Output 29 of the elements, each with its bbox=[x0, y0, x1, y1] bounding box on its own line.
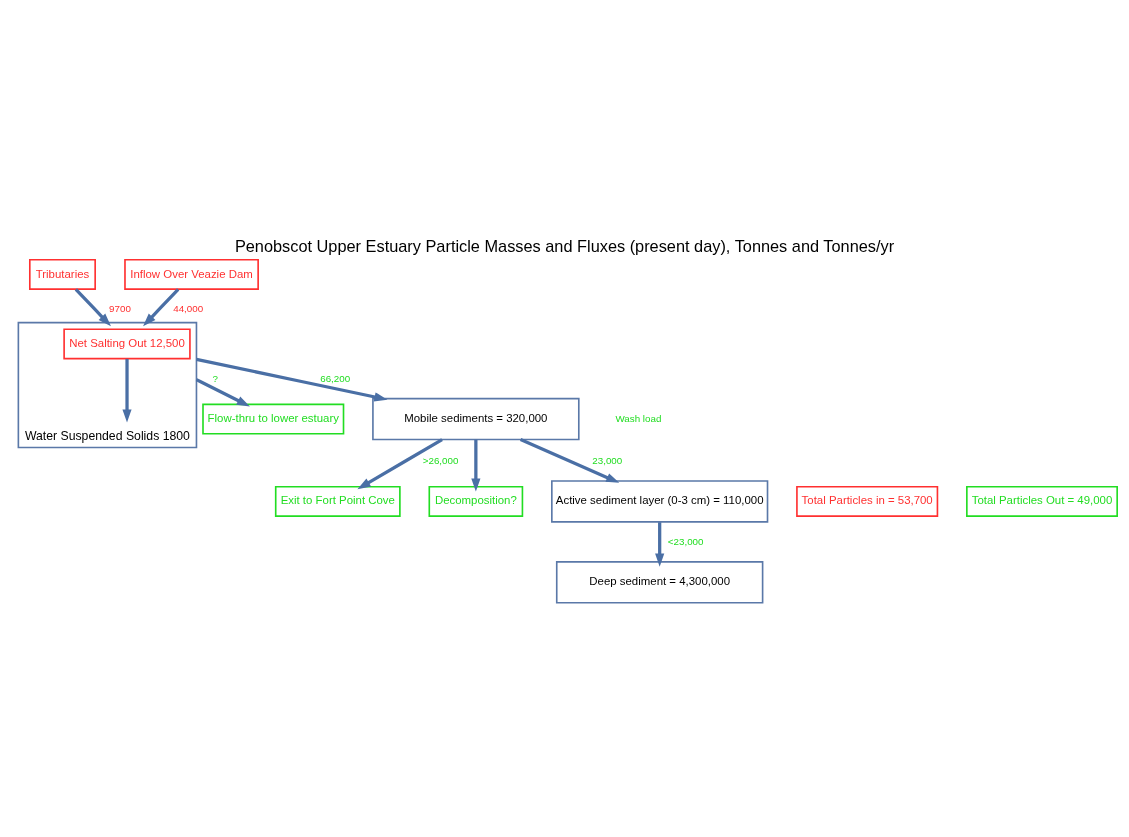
edge-label: 9700 bbox=[109, 302, 131, 314]
edge-label: 23,000 bbox=[592, 454, 623, 466]
diagram-title: Penobscot Upper Estuary Particle Masses and Fluxes (present day), Tonnes and Tonnes/yr bbox=[234, 236, 895, 255]
node-box: Decomposition? bbox=[428, 485, 524, 517]
edge-label: 66,200 bbox=[320, 372, 351, 384]
node-box: Tributaries bbox=[29, 258, 96, 290]
edge-label: >26,000 bbox=[422, 454, 459, 466]
node-box: Total Particles in = 53,700 bbox=[796, 485, 939, 517]
edge-label: <23,000 bbox=[667, 535, 704, 547]
edge-label: ? bbox=[212, 372, 218, 384]
arrow bbox=[357, 437, 443, 489]
node-box: Total Particles Out = 49,000 bbox=[966, 485, 1118, 517]
arrow bbox=[143, 287, 180, 326]
arrow bbox=[122, 358, 132, 423]
node-box: Mobile sediments = 320,000 bbox=[372, 397, 580, 440]
arrow bbox=[195, 377, 250, 407]
arrow bbox=[471, 439, 481, 492]
node-box: Deep sediment = 4,300,000 bbox=[555, 560, 764, 604]
node-box: Exit to Fort Point Cove bbox=[274, 485, 401, 517]
arrow bbox=[74, 287, 111, 326]
arrow bbox=[655, 521, 665, 567]
node-box: Inflow Over Veazie Dam bbox=[124, 258, 259, 290]
arrow bbox=[196, 357, 388, 401]
node-box: Net Salting Out 12,500 bbox=[63, 327, 191, 359]
arrow bbox=[519, 437, 620, 483]
node-box: Active sediment layer (0-3 cm) = 110,000 bbox=[551, 479, 769, 523]
label: Wash load bbox=[615, 412, 662, 424]
node-box: Flow-thru to lower estuary bbox=[202, 403, 345, 435]
edge-label: 44,000 bbox=[173, 302, 204, 314]
